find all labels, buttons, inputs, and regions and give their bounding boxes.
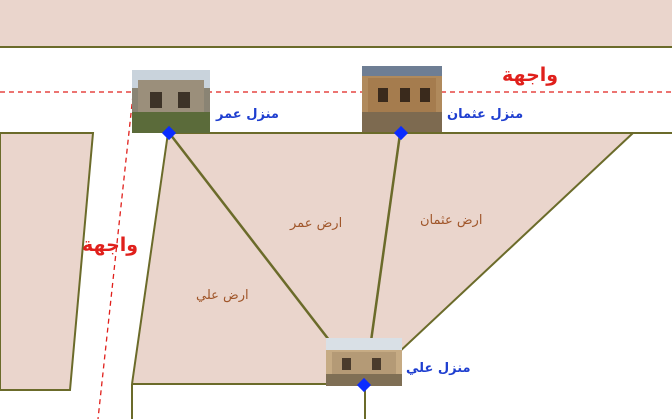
facade-line-left (97, 94, 134, 419)
house-label-ali: منزل علي (406, 361, 471, 376)
house-othman-photo (362, 66, 442, 132)
land-label-ali: ارض علي (196, 288, 249, 303)
parcel-right-edge (364, 132, 634, 385)
house-omar-photo (132, 70, 210, 133)
top-land-strip (0, 0, 672, 47)
parcel-left-edge (131, 132, 169, 385)
facade-label-top: واجهة (502, 64, 559, 86)
land-label-omar: ارض عمر (290, 216, 343, 231)
house-label-omar: منزل عمر (216, 107, 279, 122)
point-ali (356, 377, 372, 393)
house-label-othman: منزل عثمان (447, 107, 524, 122)
left-land-block (0, 132, 95, 391)
facade-label-left: واجهة (82, 234, 139, 256)
land-label-othman: ارض عثمان (420, 213, 483, 228)
point-othman (393, 125, 409, 141)
